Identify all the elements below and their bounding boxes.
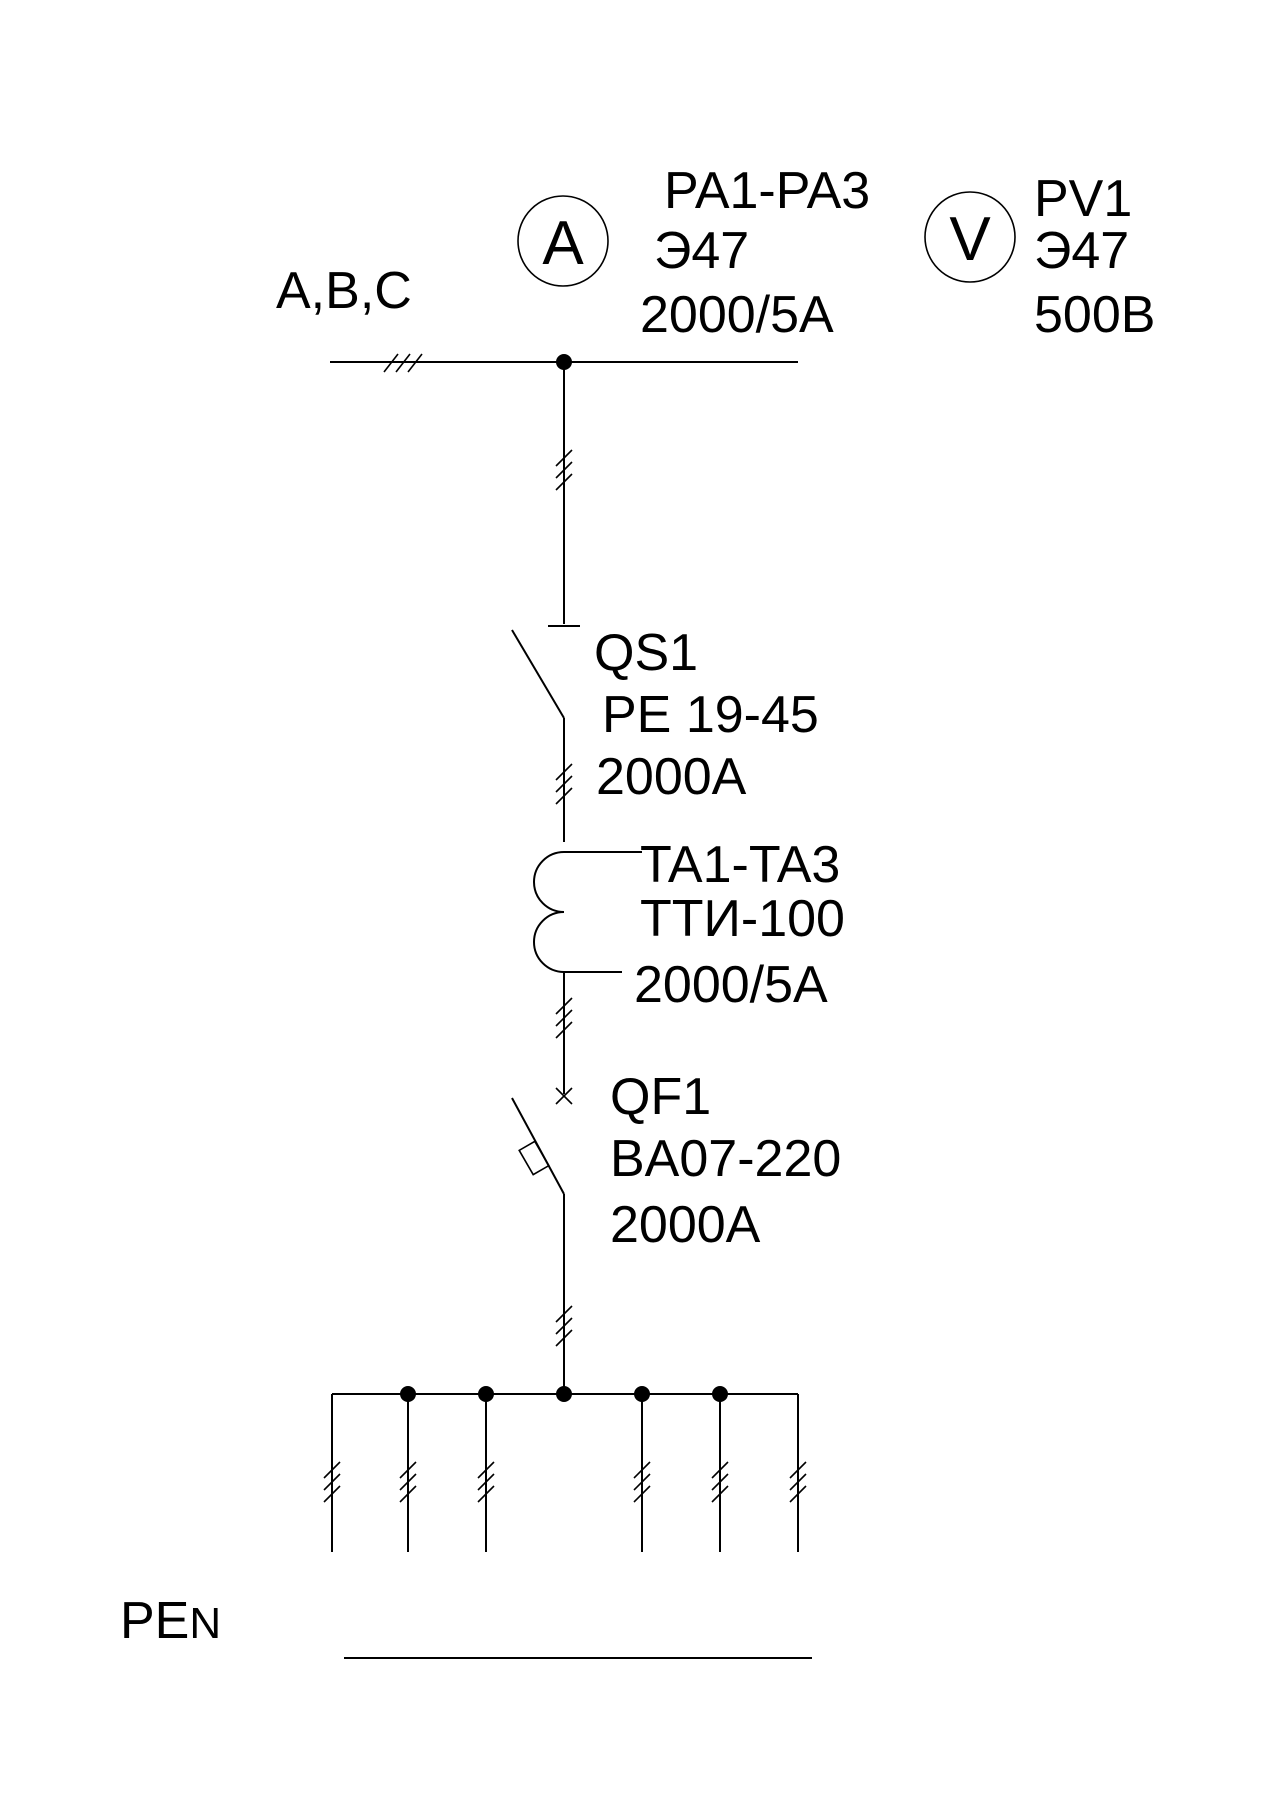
pen-label-n: N xyxy=(189,1599,221,1648)
outgoing-line-6 xyxy=(789,1394,807,1552)
outgoing-line-5 xyxy=(711,1394,729,1552)
pen-label: PEN xyxy=(120,1592,221,1650)
switch-rating: 2000A xyxy=(596,748,747,806)
ammeter-letter: A xyxy=(542,209,584,278)
ct-type: ТТИ-100 xyxy=(640,890,845,948)
switch-type: PE 19-45 xyxy=(602,686,819,744)
voltmeter-symbol: V xyxy=(924,191,1016,283)
ammeter-rating: 2000/5A xyxy=(640,286,834,344)
circuit-breaker xyxy=(511,1097,573,1394)
voltmeter-type: Э47 xyxy=(1034,222,1129,280)
switch-designation: QS1 xyxy=(594,624,698,682)
voltmeter-letter: V xyxy=(949,205,991,274)
ammeter-designation: PA1-PA3 xyxy=(664,162,870,220)
current-transformer-symbol xyxy=(533,851,642,1105)
ct-designation: TA1-TA3 xyxy=(640,836,840,894)
outgoing-line-3 xyxy=(477,1394,495,1552)
bus-label: A,B,C xyxy=(276,262,412,320)
disconnect-switch xyxy=(511,629,573,842)
voltmeter-designation: PV1 xyxy=(1034,170,1132,228)
feeder-upper xyxy=(548,362,580,627)
breaker-designation: QF1 xyxy=(610,1068,711,1126)
outgoing-line-1 xyxy=(323,1394,341,1552)
breaker-type: BA07-220 xyxy=(610,1130,841,1188)
voltmeter-rating: 500B xyxy=(1034,286,1155,344)
output-bus xyxy=(332,1386,798,1402)
outgoing-line-2 xyxy=(399,1394,417,1552)
breaker-rating: 2000A xyxy=(610,1196,761,1254)
pen-label-pe: PE xyxy=(120,1592,189,1650)
outgoing-line-4 xyxy=(633,1394,651,1552)
ammeter-type: Э47 xyxy=(654,222,749,280)
ct-rating: 2000/5A xyxy=(634,956,828,1014)
ammeter-symbol: A xyxy=(517,195,609,287)
